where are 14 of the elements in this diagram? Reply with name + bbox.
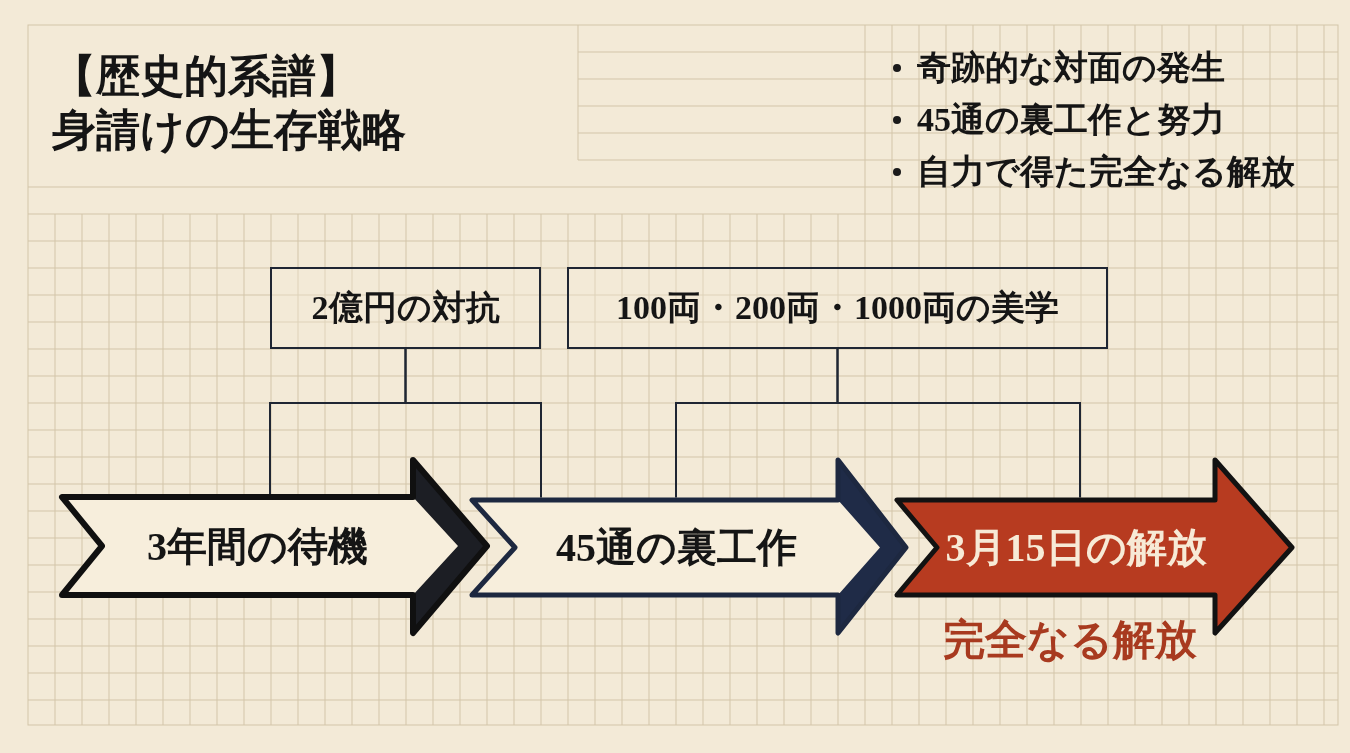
timeline-step xyxy=(467,455,911,638)
step-caption: 完全なる解放 xyxy=(943,616,1197,665)
bullet-text: 奇跡的な対面の発生 xyxy=(917,48,1225,88)
step-label: 45通の裏工作 xyxy=(555,524,798,572)
step-label: 3年間の待機 xyxy=(146,522,369,571)
concept-box: 100両・200両・1000両の美学 xyxy=(567,267,1108,349)
bullet-text: 自力で得た完全なる解放 xyxy=(917,152,1295,192)
bracket-connector xyxy=(404,348,542,499)
concept-box: 2億円の対抗 xyxy=(270,267,541,349)
bracket-connector xyxy=(836,348,1081,499)
timeline-step xyxy=(56,454,493,639)
slide-title: 【歴史的系譜】身請けの生存戦略 xyxy=(52,51,407,157)
bullet-text: 45通の裏工作と努力 xyxy=(917,100,1225,140)
step-label: 3月15日の解放 xyxy=(944,524,1208,572)
